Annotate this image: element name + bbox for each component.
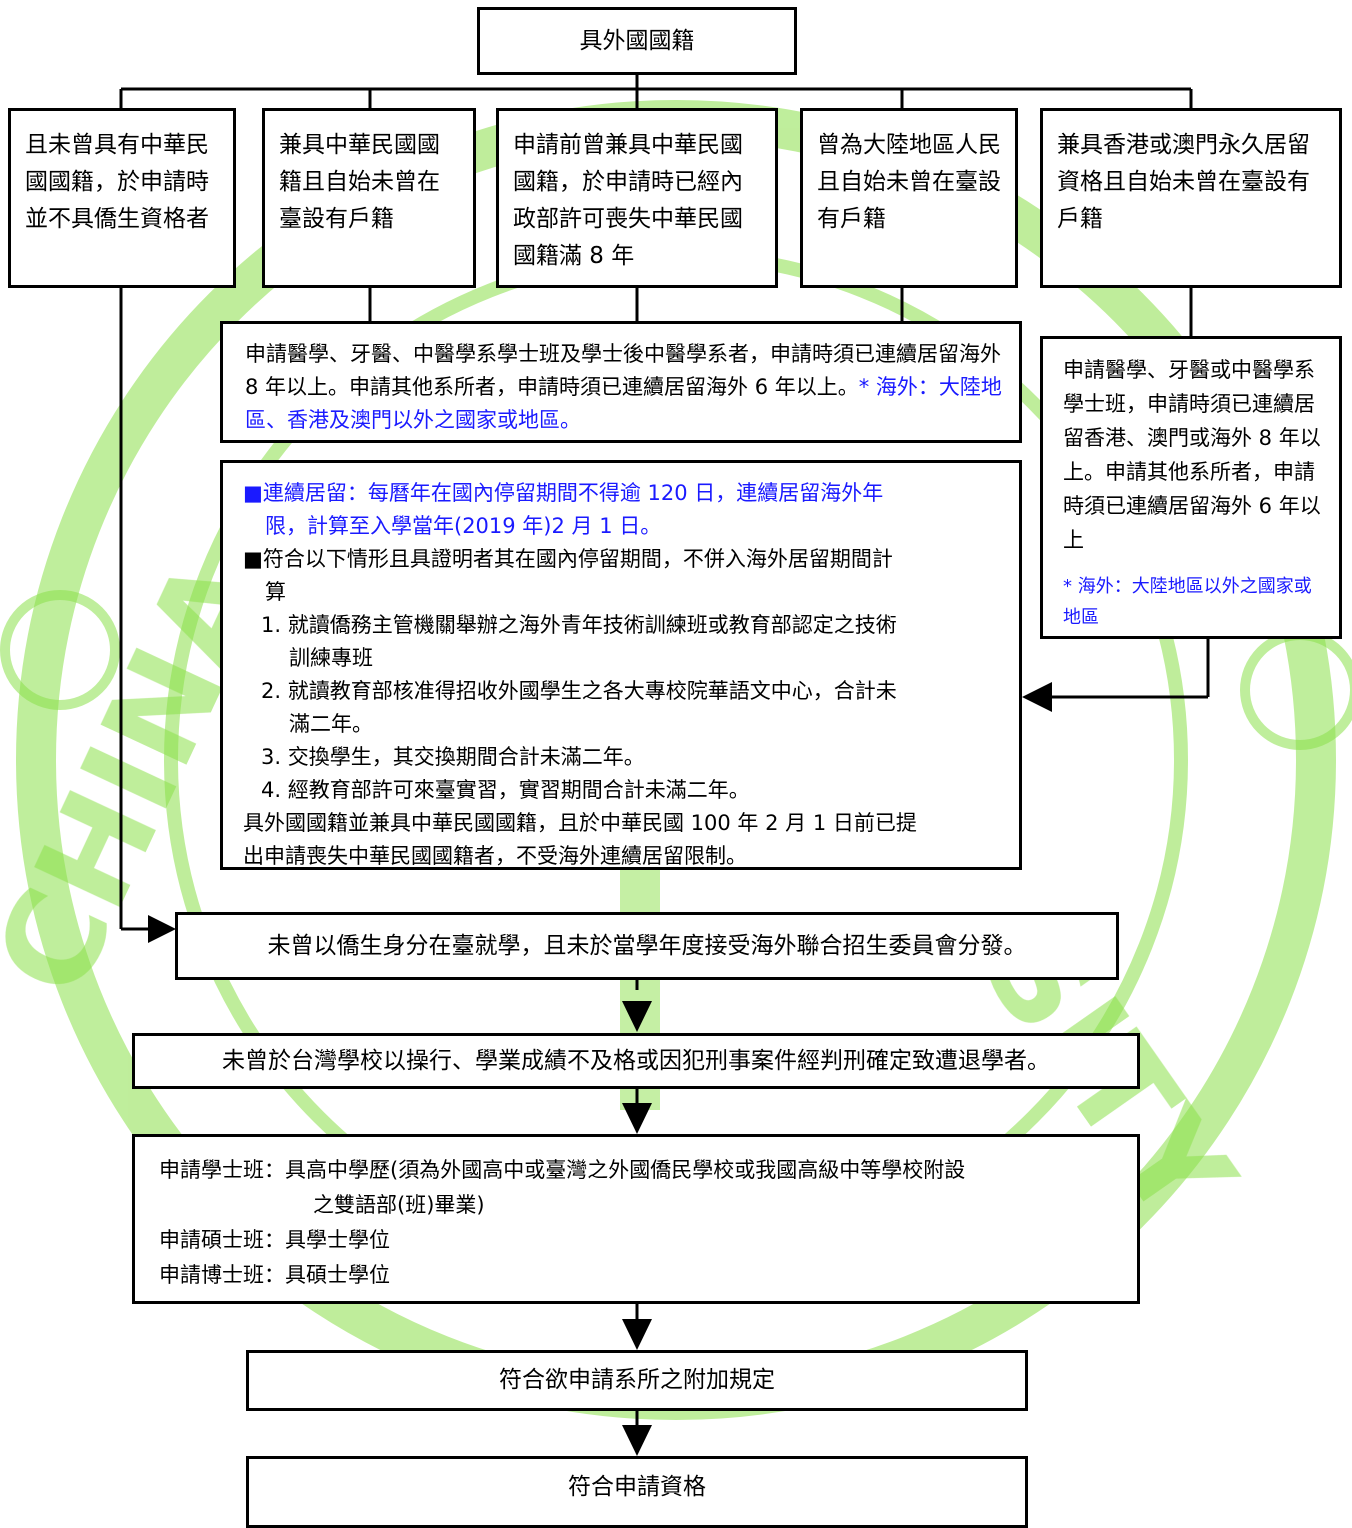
degree-line: 申請學士班：具高中學歷(須為外國高中或臺灣之外國僑民學校或我國高級中等學校附設: [159, 1158, 966, 1182]
list-item: 滿二年。: [289, 712, 373, 736]
result-label: 符合申請資格: [568, 1474, 706, 1500]
list-item: 2. 就讀教育部核准得招收外國學生之各大專校院華語文中心，合計未: [261, 679, 897, 703]
overseas-rule-note: * 海外：大陸地區、香港及澳門以外之國家或地區。: [245, 375, 1002, 432]
branch-label: 且未曾具有中華民國國籍，於申請時並不具僑生資格者: [25, 132, 209, 232]
branch-node-no-roc: 且未曾具有中華民國國籍，於申請時並不具僑生資格者: [8, 108, 236, 288]
step-label: 未曾以僑生身分在臺就學，且未於當學年度接受海外聯合招生委員會分發。: [267, 932, 1027, 959]
list-item: 訓練專班: [289, 646, 373, 670]
step-not-studied-as-overseas: 未曾以僑生身分在臺就學，且未於當學年度接受海外聯合招生委員會分發。: [175, 912, 1119, 980]
hk-macau-rule-note: * 海外：大陸地區以外之國家或地區: [1063, 576, 1312, 628]
branch-label: 曾為大陸地區人民且自始未曾在臺設有戶籍: [817, 132, 1001, 232]
step-dept-rules: 符合欲申請系所之附加規定: [246, 1350, 1028, 1411]
branch-node-renounced-roc: 申請前曾兼具中華民國國籍，於申請時已經內政部許可喪失中華民國國籍滿 8 年: [496, 108, 778, 288]
hk-macau-rule-text: 申請醫學、牙醫或中醫學系學士班，申請時須已連續居留香港、澳門或海外 8 年以上。…: [1063, 358, 1321, 552]
rule-line: 算: [265, 580, 286, 604]
degree-line: 之雙語部(班)畢業): [313, 1193, 485, 1217]
list-item: 1. 就讀僑務主管機關舉辦之海外青年技術訓練班或教育部認定之技術: [261, 613, 897, 637]
hk-macau-residence-rule: 申請醫學、牙醫或中醫學系學士班，申請時須已連續居留香港、澳門或海外 8 年以上。…: [1040, 336, 1342, 639]
rule-line: 具外國國籍並兼具中華民國國籍，且於中華民國 100 年 2 月 1 日前已提: [243, 811, 917, 835]
branch-node-dual-roc: 兼具中華民國國籍且自始未曾在臺設有戶籍: [262, 108, 476, 288]
rule-line: ■符合以下情形且具證明者其在國內停留期間，不併入海外居留期間計: [243, 547, 893, 571]
list-item: 4. 經教育部許可來臺實習，實習期間合計未滿二年。: [261, 778, 750, 802]
result-eligible: 符合申請資格: [246, 1456, 1028, 1528]
step-not-expelled: 未曾於台灣學校以操行、學業成績不及格或因犯刑事案件經判刑確定致遭退學者。: [132, 1033, 1140, 1089]
rule-line: ■連續居留：每曆年在國內停留期間不得逾 120 日，連續居留海外年: [243, 481, 884, 505]
step-label: 未曾於台灣學校以操行、學業成績不及格或因犯刑事案件經判刑確定致遭退學者。: [222, 1047, 1050, 1074]
rule-line: 限，計算至入學當年(2019 年)2 月 1 日。: [265, 514, 662, 538]
degree-requirements: 申請學士班：具高中學歷(須為外國高中或臺灣之外國僑民學校或我國高級中等學校附設 …: [132, 1134, 1140, 1304]
list-item: 3. 交換學生，其交換期間合計未滿二年。: [261, 745, 645, 769]
branch-label: 申請前曾兼具中華民國國籍，於申請時已經內政部許可喪失中華民國國籍滿 8 年: [513, 132, 743, 269]
branch-label: 兼具香港或澳門永久居留資格且自始未曾在臺設有戶籍: [1057, 132, 1310, 232]
step-label: 符合欲申請系所之附加規定: [499, 1367, 775, 1393]
branch-label: 兼具中華民國國籍且自始未曾在臺設有戶籍: [279, 132, 440, 232]
rule-line: 出申請喪失中華民國國籍者，不受海外連續居留限制。: [243, 844, 747, 868]
root-node: 具外國國籍: [477, 7, 797, 75]
degree-line: 申請博士班：具碩士學位: [159, 1263, 390, 1287]
branch-node-mainland: 曾為大陸地區人民且自始未曾在臺設有戶籍: [800, 108, 1018, 288]
degree-line: 申請碩士班：具學士學位: [159, 1228, 390, 1252]
overseas-rule-text: 申請醫學、牙醫、中醫學系學士班及學士後中醫學系者，申請時須已連續居留海外 8 年…: [245, 342, 1001, 399]
overseas-residence-rule: 申請醫學、牙醫、中醫學系學士班及學士後中醫學系者，申請時須已連續居留海外 8 年…: [220, 321, 1022, 443]
branch-node-hk-macau: 兼具香港或澳門永久居留資格且自始未曾在臺設有戶籍: [1040, 108, 1342, 288]
root-label: 具外國國籍: [579, 27, 695, 54]
continuous-residence-rules: ■連續居留：每曆年在國內停留期間不得逾 120 日，連續居留海外年 限，計算至入…: [220, 460, 1022, 870]
